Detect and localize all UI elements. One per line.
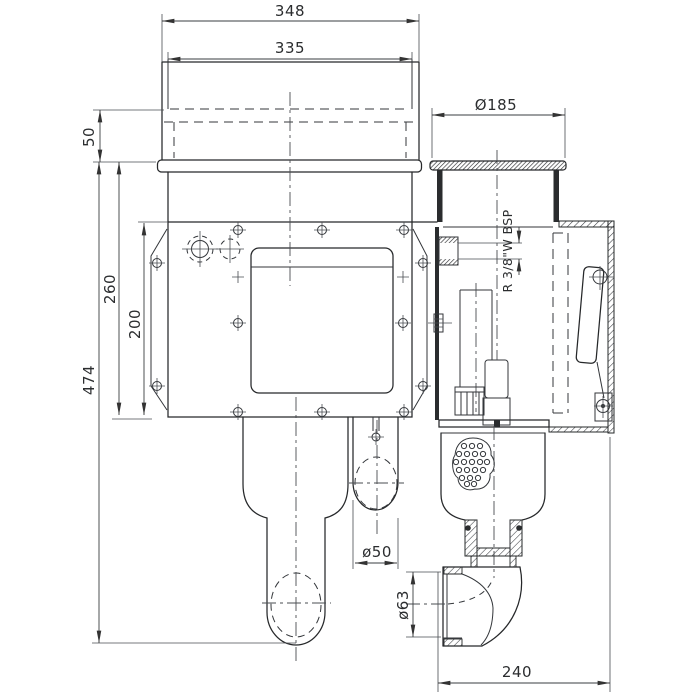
side-view bbox=[406, 150, 615, 647]
dimensions: 348 335 50 260 200 474 bbox=[80, 2, 611, 692]
dim-240: 240 bbox=[437, 437, 611, 692]
dim-335-label: 335 bbox=[275, 39, 305, 57]
dim-thread-label: R 3/8"W BSP bbox=[500, 209, 515, 292]
debris-basket-hidden bbox=[552, 232, 569, 414]
weir-flap bbox=[575, 266, 614, 422]
dim-dia50-label: ø50 bbox=[362, 543, 392, 561]
main-sump bbox=[242, 397, 349, 662]
dim-dia63-label: ø63 bbox=[394, 590, 412, 620]
diffuser-grill bbox=[454, 386, 485, 416]
collar-flange bbox=[156, 159, 423, 173]
standpipe bbox=[454, 283, 511, 426]
dim-dia63: ø63 bbox=[394, 571, 441, 638]
dim-260-label: 260 bbox=[101, 274, 119, 304]
faceplate bbox=[150, 221, 428, 418]
flap-pivot bbox=[594, 392, 613, 422]
float-cup bbox=[482, 359, 511, 426]
outlet-elbow bbox=[406, 566, 523, 647]
strainer-holes bbox=[452, 437, 495, 491]
dim-474-label: 474 bbox=[80, 365, 98, 395]
dim-dia185: Ø185 bbox=[431, 96, 566, 158]
strainer-pot bbox=[438, 150, 550, 578]
dim-240-label: 240 bbox=[502, 663, 532, 681]
tank-body bbox=[411, 220, 615, 434]
screw-holes bbox=[149, 222, 431, 420]
screw-hole bbox=[149, 222, 431, 420]
lid-cap bbox=[429, 160, 567, 171]
neck bbox=[437, 170, 559, 228]
housing-body-sides bbox=[167, 171, 413, 223]
dim-335: 335 bbox=[167, 39, 413, 62]
dim-50: 50 bbox=[80, 109, 164, 163]
dim-200: 200 bbox=[126, 221, 168, 416]
threaded-boss bbox=[464, 519, 523, 568]
mounting-ear-right bbox=[412, 228, 428, 411]
knockout-holes bbox=[182, 231, 244, 267]
vacuum-outlet bbox=[349, 416, 404, 536]
dim-200-label: 200 bbox=[126, 309, 144, 339]
collar bbox=[161, 59, 420, 161]
dim-thread: R 3/8"W BSP bbox=[500, 209, 522, 293]
dim-348: 348 bbox=[161, 2, 420, 62]
side-screw-boss bbox=[428, 313, 452, 333]
pilot-cross bbox=[232, 271, 409, 283]
dim-dia185-label: Ø185 bbox=[475, 96, 517, 114]
dim-348-label: 348 bbox=[275, 2, 305, 20]
dim-260: 260 bbox=[101, 161, 152, 420]
dim-50-label: 50 bbox=[80, 127, 98, 147]
dim-dia50: ø50 bbox=[352, 500, 399, 569]
front-view bbox=[149, 59, 431, 662]
mounting-ear-left bbox=[150, 228, 168, 411]
dim-474: 474 bbox=[80, 161, 296, 644]
weir-window bbox=[250, 247, 394, 394]
overflow-nozzle bbox=[438, 236, 522, 266]
